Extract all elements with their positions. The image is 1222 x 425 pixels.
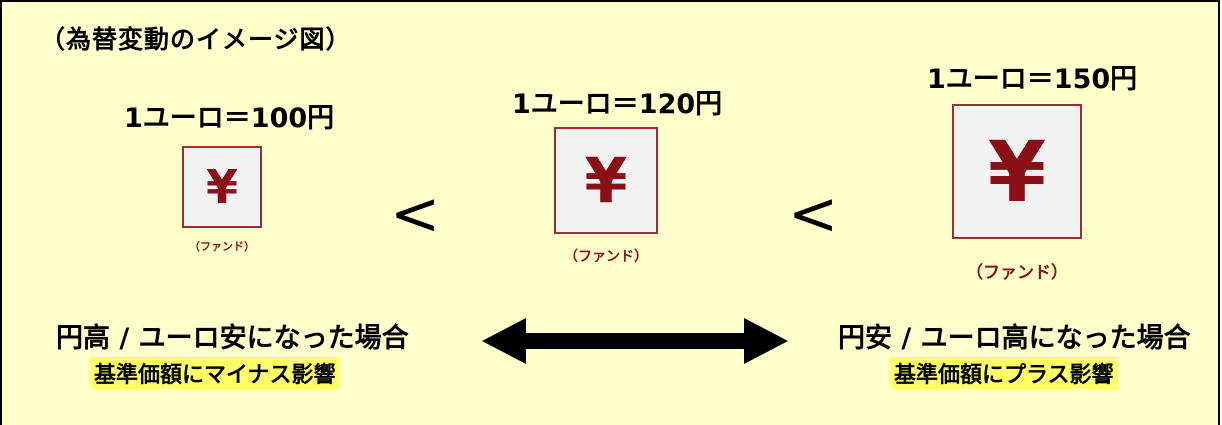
- rate-label-150: 1ユーロ＝150円: [927, 64, 1138, 95]
- fund-label-medium: （ファンド）: [564, 249, 648, 265]
- impact-label-plus: 基準価額にプラス影響: [890, 357, 1118, 389]
- yen-icon-large: ¥: [952, 104, 1082, 239]
- yen-symbol: ¥: [987, 122, 1047, 221]
- yen-symbol: ¥: [584, 143, 628, 217]
- less-than-sign-2: <: [788, 179, 839, 249]
- yen-symbol: ¥: [205, 160, 238, 214]
- less-than-sign-1: <: [390, 179, 441, 249]
- impact-label-minus: 基準価額にマイナス影響: [90, 357, 340, 389]
- yen-icon-medium: ¥: [554, 127, 658, 234]
- fund-label-large: （ファンド）: [966, 263, 1068, 283]
- yen-icon-small: ¥: [182, 146, 262, 228]
- case-label-yen-strong: 円高 / ユーロ安になった場合: [56, 323, 409, 354]
- diagram-title: （為替変動のイメージ図）: [40, 25, 352, 54]
- rate-label-100: 1ユーロ＝100円: [124, 103, 335, 134]
- rate-label-120: 1ユーロ＝120円: [512, 89, 723, 120]
- fund-label-small: （ファンド）: [189, 240, 255, 253]
- case-label-yen-weak: 円安 / ユーロ高になった場合: [838, 323, 1191, 354]
- double-arrow-icon: [482, 318, 788, 364]
